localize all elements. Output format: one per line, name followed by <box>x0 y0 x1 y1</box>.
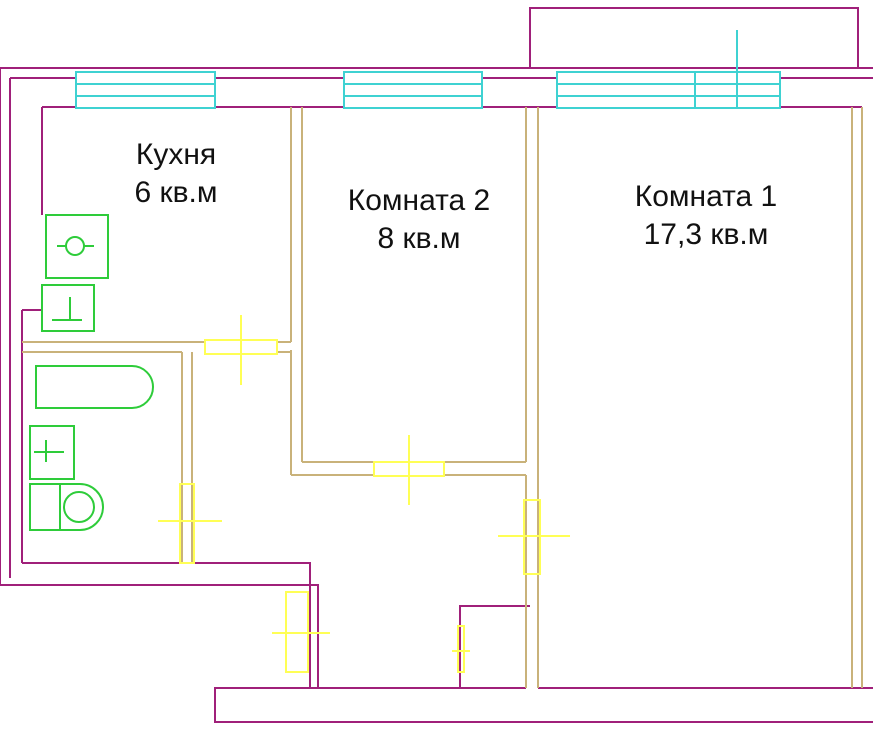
sink-icon <box>45 214 109 279</box>
washbasin-icon <box>29 425 75 480</box>
room1-label: Комната 1 17,3 кв.м <box>596 178 816 254</box>
room1-area: 17,3 кв.м <box>643 218 769 251</box>
room2-name: Комната 2 <box>347 184 491 217</box>
bathtub-icon <box>35 365 154 409</box>
door-icon <box>158 315 570 673</box>
stove-icon <box>41 284 95 332</box>
kitchen-name: Кухня <box>135 138 217 171</box>
toilet-icon <box>29 483 104 531</box>
room2-area: 8 кв.м <box>377 222 461 255</box>
inner-walls <box>22 107 863 688</box>
room1-name: Комната 1 <box>634 180 778 213</box>
kitchen-area: 6 кв.м <box>134 176 218 209</box>
room2-label: Комната 2 8 кв.м <box>314 182 524 258</box>
window-icon <box>75 30 781 109</box>
kitchen-label: Кухня 6 кв.м <box>96 136 256 212</box>
outer-walls <box>0 7 873 723</box>
